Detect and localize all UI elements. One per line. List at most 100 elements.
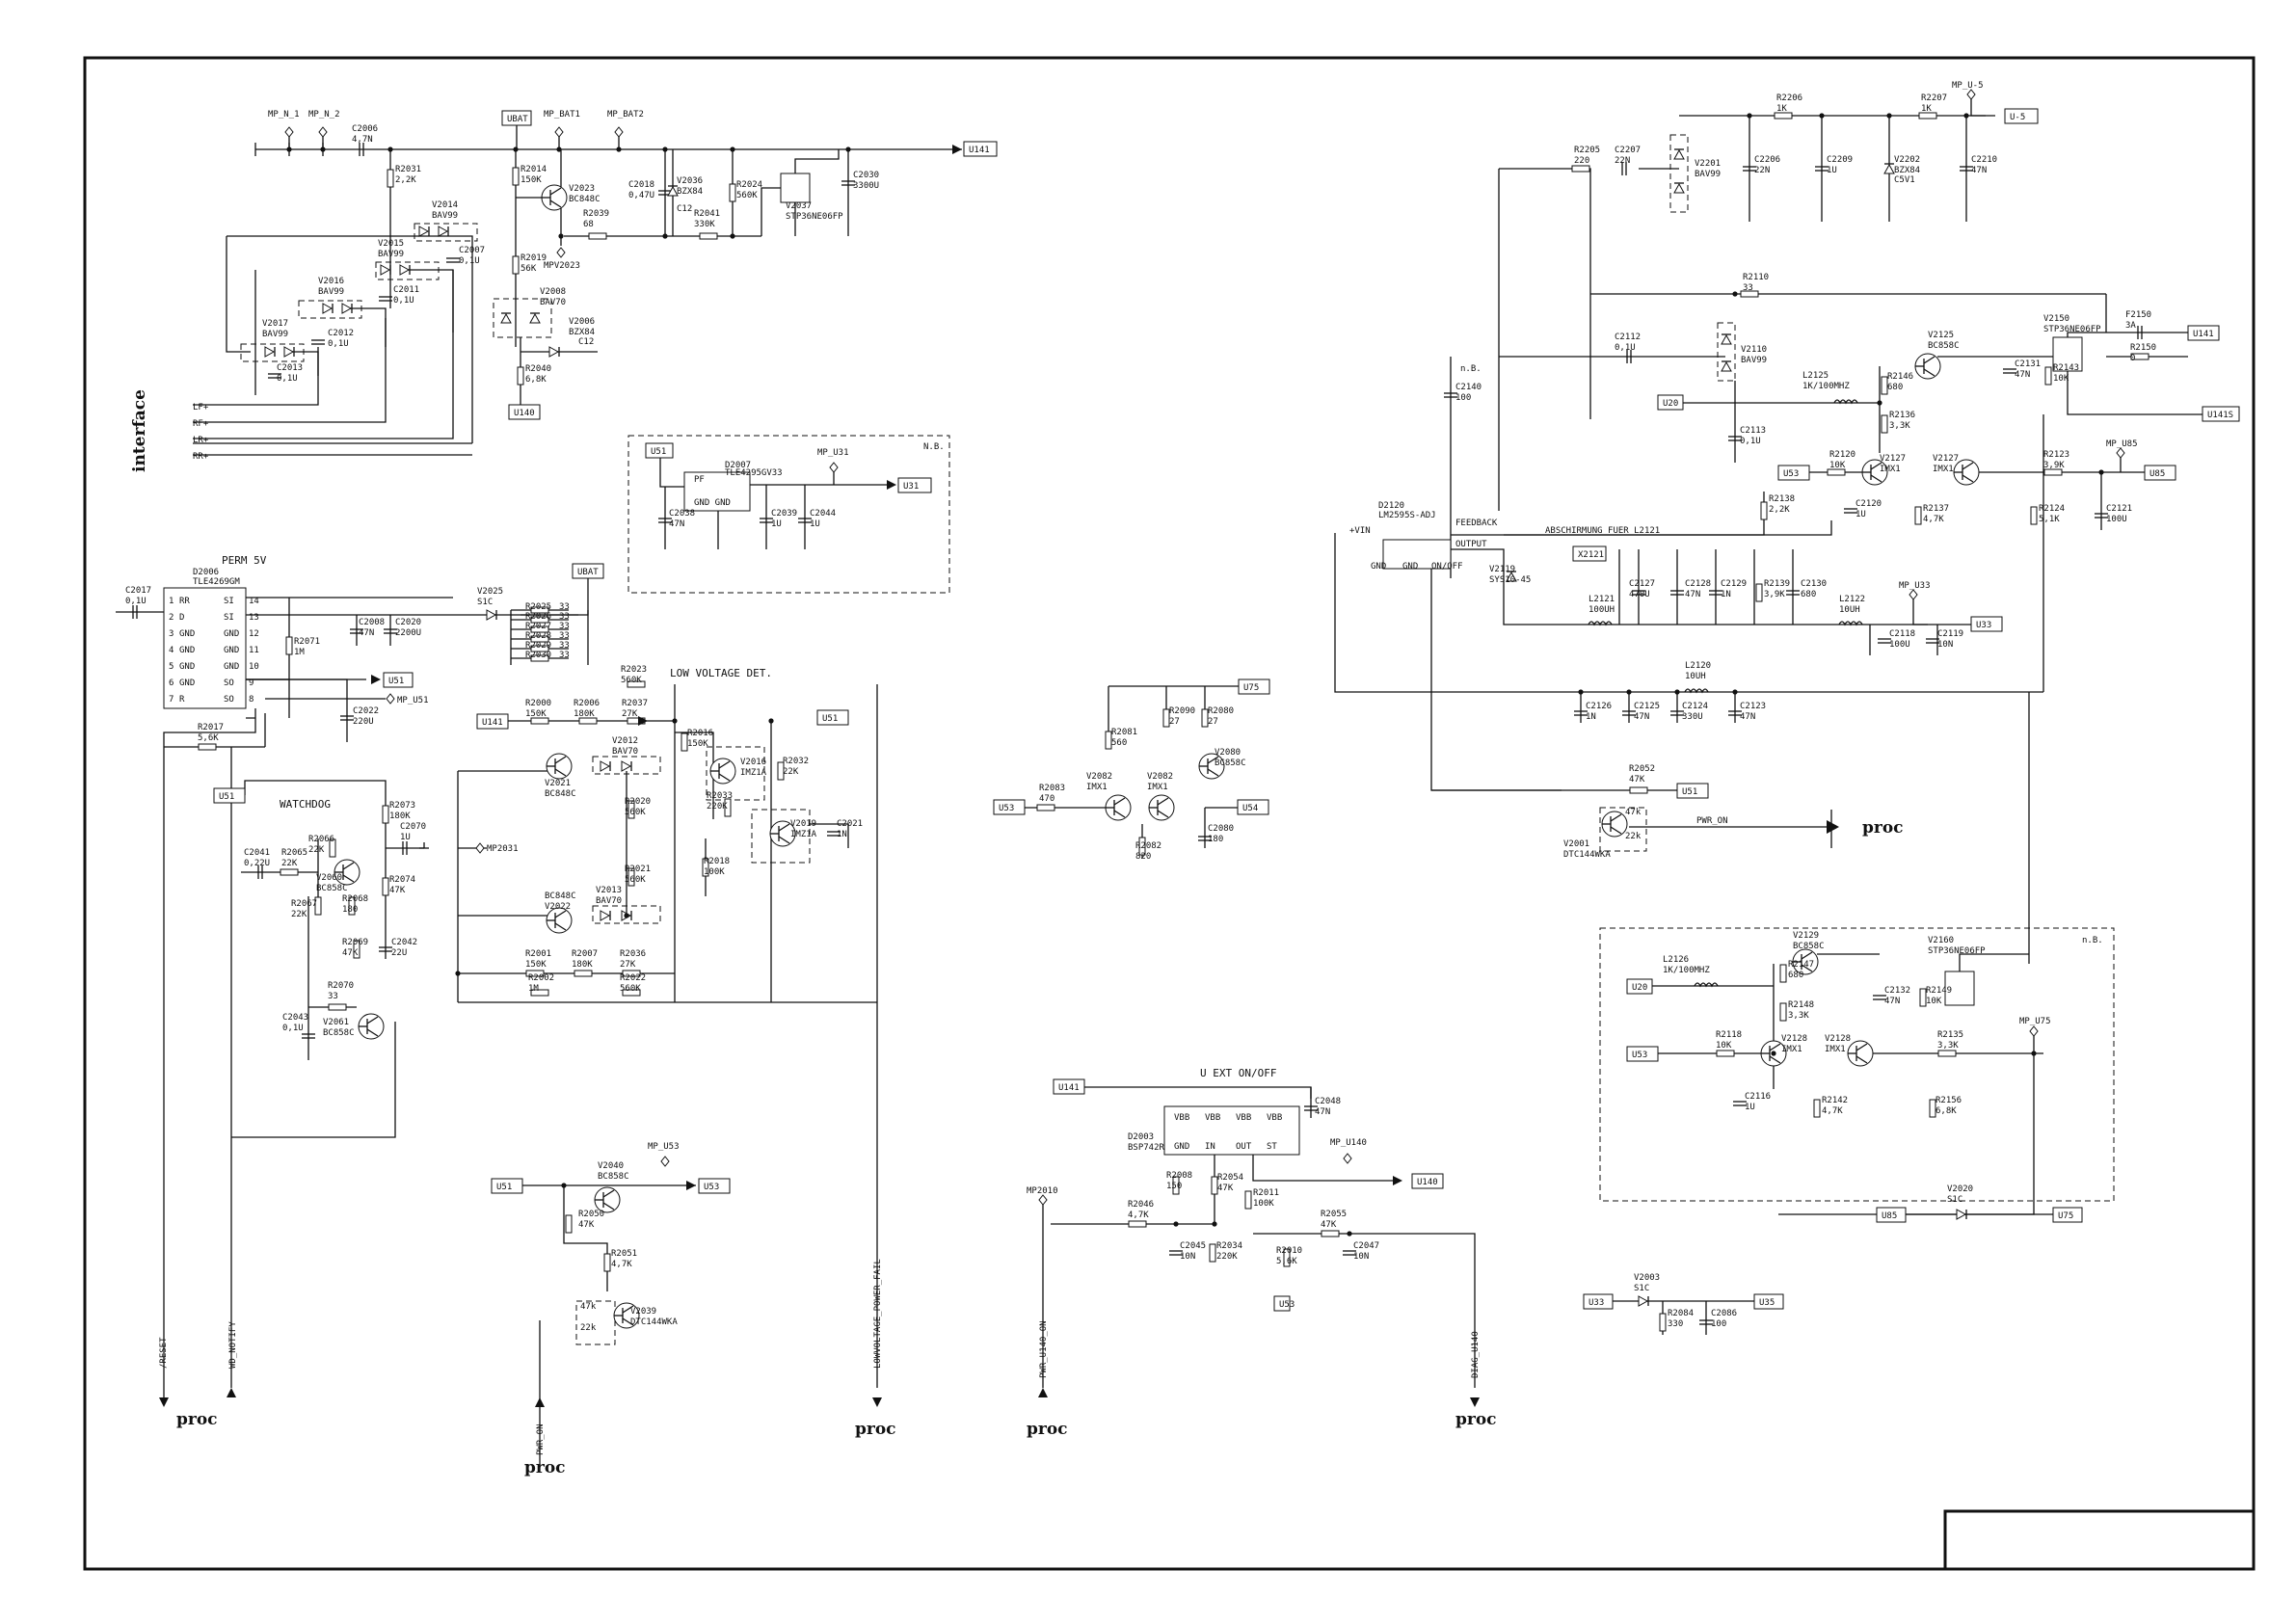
port-u141-uext-label: U141 [1058, 1083, 1080, 1093]
c2127-ref: C2127 [1629, 579, 1655, 589]
sig-rr: RR+ [193, 452, 209, 462]
v2003-value: S1C [1634, 1284, 1649, 1293]
tp-mpv2023 [556, 247, 566, 258]
v2129-value: BC858C [1793, 942, 1825, 951]
res-r2142 [1813, 1099, 1821, 1118]
v2150-ref: V2150 [2043, 314, 2069, 324]
inductor-l2120 [1684, 688, 1709, 694]
port-ubat-mid-label: UBAT [577, 568, 599, 577]
chip-d2003 [1163, 1105, 1300, 1156]
r2090-value: 27 [1169, 717, 1180, 727]
junction-dot [768, 718, 774, 724]
port-u141s-r [2202, 406, 2240, 422]
ground-symbol [419, 842, 429, 849]
d2006-pin-right-3: GND [224, 629, 239, 639]
transistor-v2127a [1861, 459, 1888, 486]
r2071-ref: R2071 [294, 637, 320, 647]
port-u51-v2040 [491, 1178, 523, 1194]
res-r2031 [387, 169, 394, 188]
port-u35-low-label: U35 [1759, 1298, 1775, 1308]
junction-dot [662, 146, 668, 152]
l2126-value: 1K/100MHZ [1663, 966, 1710, 975]
r2050-value: 47K [578, 1220, 595, 1230]
diode-v2008b [529, 312, 541, 324]
diode-v2036 [667, 185, 679, 197]
r2037-value: 27K [622, 709, 638, 719]
tp-mp-u85 [2116, 447, 2125, 459]
c2020-value: 2200U [395, 628, 421, 638]
c2007-ref: C2007 [459, 246, 485, 255]
r2017-value: 5,6K [198, 733, 219, 743]
port-x2121 [1572, 545, 1607, 562]
port-ubat-top [501, 110, 532, 126]
junction-dot [387, 146, 393, 152]
cap-c2116 [1733, 1101, 1747, 1106]
res-r2039 [588, 232, 607, 240]
u31-arrow [887, 480, 896, 490]
tp-label-mp-n1: MP_N_1 [268, 110, 300, 120]
res-r2136 [1881, 414, 1888, 434]
cap-c2047 [1343, 1250, 1356, 1256]
d2006-pin-left-5: GND [179, 662, 195, 672]
v2082b-value: IMX1 [1147, 783, 1168, 792]
v2061-value: BC858C [323, 1028, 355, 1038]
v2082a-value: IMX1 [1086, 783, 1108, 792]
c2047-value: 10N [1353, 1252, 1369, 1262]
res-r2016 [681, 732, 688, 752]
d2120-pin-gnd2: GND [1402, 562, 1418, 572]
r2066-ref: R2066 [308, 835, 334, 844]
c2128-value: 47N [1685, 590, 1700, 599]
label-nb-lower: n.B. [2082, 936, 2103, 945]
c2206-ref: C2206 [1754, 155, 1780, 165]
port-u53-low-label: U53 [1632, 1051, 1647, 1060]
r2139-ref: R2139 [1764, 579, 1790, 589]
r2084-value: 330 [1668, 1319, 1683, 1329]
chip-d2120-ref: D2120 [1378, 501, 1404, 511]
section-interface: interface [130, 389, 149, 472]
res-r2067 [314, 896, 322, 916]
v2127a-ref: V2127 [1880, 454, 1906, 464]
r2083-ref: R2083 [1039, 784, 1065, 793]
r2039-ref: R2039 [583, 209, 609, 219]
c2013-value: 0,1U [277, 374, 298, 384]
d2006-pin-right-5: GND [224, 662, 239, 672]
r2034-ref: R2034 [1216, 1241, 1242, 1251]
res-r2036 [622, 970, 641, 977]
c2043-ref: C2043 [282, 1013, 308, 1023]
inductor-l2125 [1833, 399, 1858, 405]
tp-mp-u31 [829, 462, 839, 473]
r2032-ref: R2032 [783, 757, 809, 766]
c2140-value: 100 [1455, 393, 1471, 403]
diode-v2201b [1673, 182, 1685, 194]
c2007-value: 0,1U [459, 256, 480, 266]
port-u51-r-label: U51 [1682, 787, 1697, 797]
cap-c2206 [1743, 166, 1756, 172]
port-u-5 [2004, 108, 2039, 124]
cap-c2210 [1960, 166, 1973, 172]
diode-v2201a [1673, 148, 1685, 160]
c2011-ref: C2011 [393, 285, 419, 295]
res-r2082 [1138, 837, 1146, 856]
c2038-value: 47N [669, 519, 684, 529]
v2060-ref: V2060 [316, 873, 342, 883]
res-r2206 [1774, 112, 1793, 120]
cap-c2112 [1626, 350, 1632, 363]
port-u51-v2040-label: U51 [496, 1183, 512, 1192]
c2129-value: 1N [1721, 590, 1731, 599]
cap-c2012 [311, 339, 325, 345]
r2138-ref: R2138 [1769, 494, 1795, 504]
c2131-value: 47N [2015, 370, 2030, 380]
port-u75-mid [1238, 678, 1270, 695]
cap-c2119 [1926, 638, 1939, 644]
transistor-v2019 [769, 820, 796, 847]
c2210-ref: C2210 [1971, 155, 1997, 165]
chip-d2007-tag: PF [694, 475, 705, 485]
res-r2054 [1211, 1176, 1218, 1195]
res-r2149 [1919, 988, 1927, 1007]
v2016t-value: IMZ1A [740, 768, 767, 778]
r2074-value: 47K [389, 886, 406, 895]
r2124-value: 5,1K [2039, 515, 2060, 524]
r2018-ref: R2018 [704, 857, 730, 866]
l2125-value: 1K/100MHZ [1802, 382, 1850, 391]
r2041-value: 330K [694, 220, 715, 229]
